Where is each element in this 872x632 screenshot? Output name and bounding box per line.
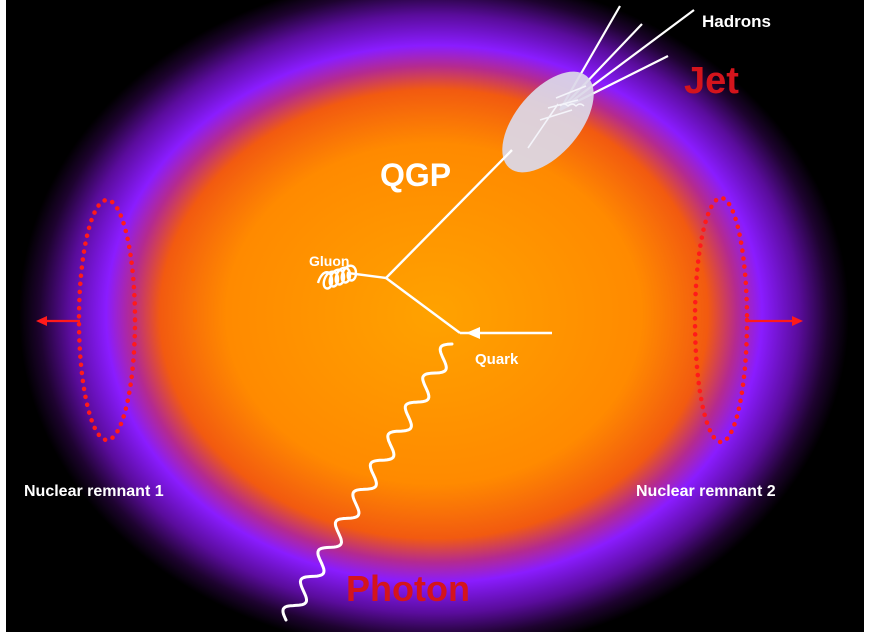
remnant-1-ring [76, 197, 138, 443]
nuclear-remnant-2 [692, 195, 803, 445]
quark-arrow-icon [466, 327, 480, 339]
gluon-label: Gluon [309, 253, 349, 269]
jet-cone [502, 71, 594, 173]
arrow-left-icon [36, 316, 80, 326]
photon-label: Photon [346, 568, 470, 609]
quark-label: Quark [475, 351, 519, 368]
photon-wave-icon [281, 342, 454, 622]
outgoing-parton-line [385, 149, 513, 279]
hadrons-label: Hadrons [702, 12, 771, 31]
qgp-fireball [19, 0, 849, 632]
qgp-label: QGP [380, 157, 451, 193]
parton-lines [385, 149, 552, 339]
remnant-2-label: Nuclear remnant 2 [636, 483, 776, 500]
remnant-1-label: Nuclear remnant 1 [24, 483, 164, 500]
gluon-coil-icon [316, 264, 387, 290]
quark-line [385, 277, 461, 334]
jet-label: Jet [684, 60, 739, 102]
arrow-right-icon [746, 316, 803, 326]
nuclear-remnant-1 [36, 197, 138, 443]
